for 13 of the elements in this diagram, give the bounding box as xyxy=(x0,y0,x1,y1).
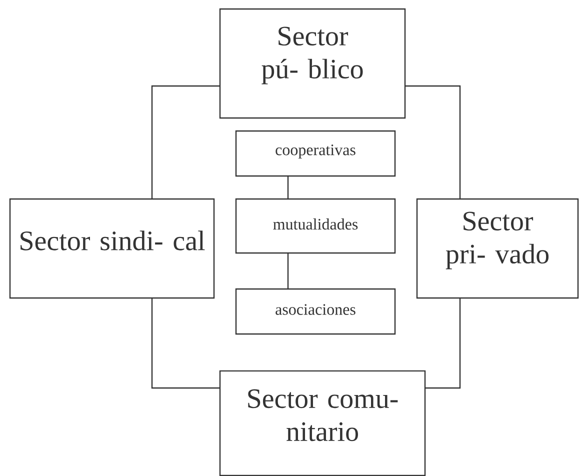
category-box: cooperativas xyxy=(235,130,396,177)
connector-line xyxy=(405,85,461,199)
connector-line xyxy=(287,253,289,289)
sector-box: Sector pú- blico xyxy=(219,8,406,119)
connector-line xyxy=(425,298,461,389)
category-box: asociaciones xyxy=(235,288,396,335)
connector-line xyxy=(151,298,220,389)
connector-line xyxy=(287,176,289,199)
sector-box: Sector comu- nitario xyxy=(219,370,426,476)
category-box: mutualidades xyxy=(235,198,396,254)
connector-line xyxy=(151,85,220,199)
sector-box: Sector sindi- cal xyxy=(9,198,215,299)
sector-box: Sector pri- vado xyxy=(416,198,579,299)
